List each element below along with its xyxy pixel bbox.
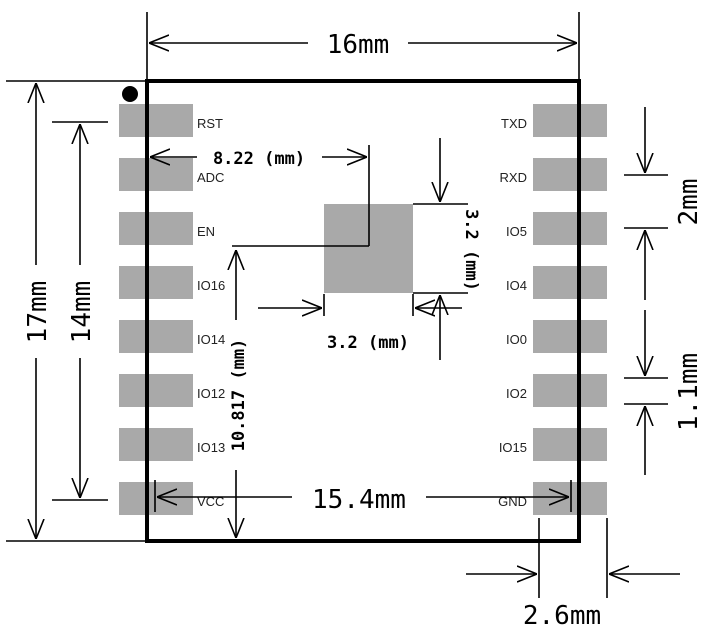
pin-label-adc: ADC <box>197 170 224 185</box>
dim-label-pitch: 2mm <box>674 179 704 226</box>
dim-pitch-2mm: 2mm <box>624 107 704 300</box>
pin-label-io5: IO5 <box>506 224 527 239</box>
dim-center-x: 8.22 (mm) <box>150 145 370 247</box>
dim-label-pad-length: 2.6mm <box>523 601 601 631</box>
dim-label-pad-gap: 1.1mm <box>674 353 704 431</box>
right-pads <box>533 104 607 515</box>
pin-label-io0: IO0 <box>506 332 527 347</box>
dim-width-16mm: 16mm <box>146 12 580 80</box>
dim-inner-width-15-4mm: 15.4mm <box>154 480 572 515</box>
dim-pad-gap-1-1mm: 1.1mm <box>624 310 704 475</box>
left-pad <box>119 374 193 407</box>
right-pad <box>533 266 607 299</box>
right-pad <box>533 320 607 353</box>
right-pad <box>533 212 607 245</box>
dim-label-center-y: 10.817 (mm) <box>229 339 249 452</box>
pin-label-rxd: RXD <box>500 170 527 185</box>
left-pad <box>119 428 193 461</box>
dim-label-height: 17mm <box>23 281 53 344</box>
dim-pin-span-14mm: 14mm <box>52 121 108 501</box>
pin1-dot-marker <box>122 86 138 102</box>
dim-center-y: 10.817 (mm) <box>229 250 249 538</box>
dim-height-17mm: 17mm <box>6 80 147 542</box>
pin-label-io14: IO14 <box>197 332 225 347</box>
dim-pad-length-2-6mm: 2.6mm <box>466 518 680 631</box>
right-pad <box>533 374 607 407</box>
dim-label-pad-height: 3.2 (mm) <box>461 209 481 291</box>
pin-label-rst: RST <box>197 116 223 131</box>
left-pad <box>119 482 193 515</box>
left-pad <box>119 266 193 299</box>
pin-label-io16: IO16 <box>197 278 225 293</box>
left-pads <box>119 104 193 515</box>
dim-label-width: 16mm <box>327 30 390 60</box>
left-pad <box>119 320 193 353</box>
pin-label-io13: IO13 <box>197 440 225 455</box>
dim-label-center-x: 8.22 (mm) <box>213 149 305 169</box>
dim-pad-width: 3.2 (mm) <box>258 294 462 353</box>
right-pad <box>533 428 607 461</box>
pin-label-en: EN <box>197 224 215 239</box>
pin-label-io12: IO12 <box>197 386 225 401</box>
right-pad <box>533 482 607 515</box>
module-outline <box>145 79 581 543</box>
pin-label-io15: IO15 <box>499 440 527 455</box>
dim-label-pad-width: 3.2 (mm) <box>327 333 409 353</box>
pin-label-txd: TXD <box>501 116 527 131</box>
left-pad <box>119 158 193 191</box>
left-pad <box>119 212 193 245</box>
pin-label-io4: IO4 <box>506 278 527 293</box>
dim-label-pin-span: 14mm <box>67 281 97 344</box>
pin-label-io2: IO2 <box>506 386 527 401</box>
dim-label-inner-width: 15.4mm <box>312 485 406 515</box>
left-pad <box>119 104 193 137</box>
right-pad <box>533 158 607 191</box>
right-pad <box>533 104 607 137</box>
dim-pad-height: 3.2 (mm) <box>413 138 481 360</box>
